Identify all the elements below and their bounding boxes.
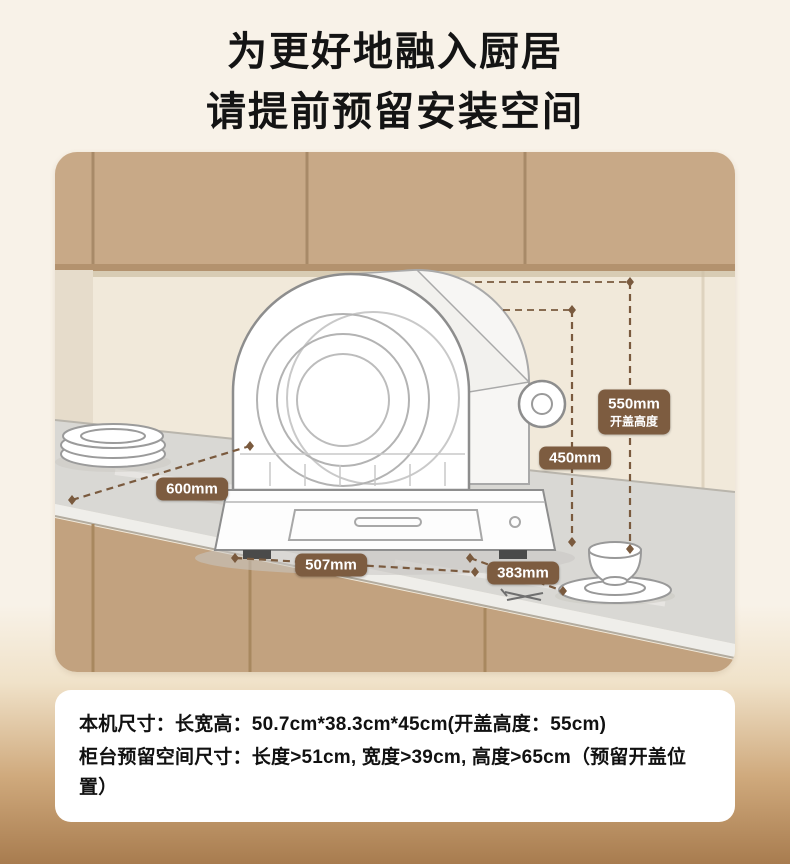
- dim-badge-machine-width: 507mm: [295, 553, 367, 577]
- plates-stack: [55, 423, 171, 472]
- left-wall-shading: [55, 270, 93, 464]
- spec-line-reserved-space: 柜台预留空间尺寸：长度>51cm, 宽度>39cm, 高度>65cm（预留开盖位…: [79, 747, 687, 798]
- dim-label-counter-depth: 600mm: [166, 480, 218, 498]
- spec-card: 本机尺寸：长宽高：50.7cm*38.3cm*45cm(开盖高度：55cm) 柜…: [55, 690, 735, 823]
- page-title-line2: 请提前预留安装空间: [206, 90, 584, 134]
- page-title: 为更好地融入厨居 请提前预留安装空间: [0, 0, 790, 142]
- dim-badge-open-height: 550mm 开盖高度: [598, 389, 670, 435]
- spec-line-machine-size: 本机尺寸：长宽高：50.7cm*38.3cm*45cm(开盖高度：55cm): [79, 714, 607, 735]
- dim-label-machine-height: 450mm: [549, 449, 601, 467]
- dish-dryer-illustration: [195, 269, 575, 575]
- upper-cabinets: [55, 152, 735, 277]
- dim-label-machine-width: 507mm: [305, 556, 357, 574]
- dim-label-machine-depth: 383mm: [497, 564, 549, 582]
- dim-badge-counter-depth: 600mm: [156, 477, 228, 501]
- dim-label-open-height: 550mm: [608, 395, 660, 413]
- dim-label-open-height-caption: 开盖高度: [609, 413, 659, 428]
- kitchen-scene: 600mm 507mm 383mm 450mm 550mm 开盖高度: [55, 152, 735, 672]
- fork-illustration: [500, 588, 544, 601]
- dim-badge-machine-depth: 383mm: [487, 561, 559, 585]
- teacup-saucer: [555, 541, 675, 605]
- dimension-arrowheads: [68, 277, 634, 596]
- dim-badge-machine-height: 450mm: [539, 446, 611, 470]
- page-title-line1: 为更好地融入厨居: [227, 30, 563, 74]
- kitchen-illustration: [55, 152, 735, 672]
